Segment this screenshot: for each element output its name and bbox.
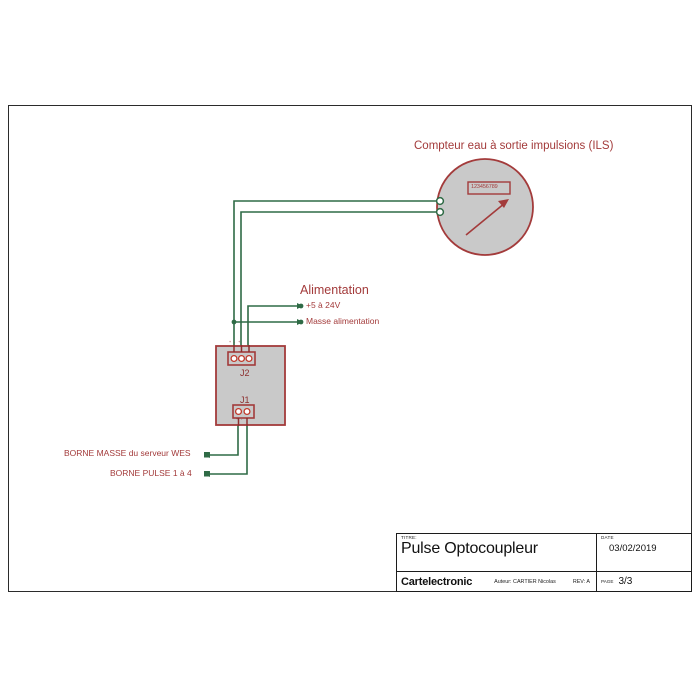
terminal-label-borne-pulse: BORNE PULSE 1 à 4	[110, 468, 192, 478]
title-block: TITRE: Pulse Optocoupleur DATE 03/02/201…	[396, 533, 692, 592]
power-line-voltage-label: +5 à 24V	[306, 300, 341, 310]
connector-j1-label: J1	[240, 395, 250, 405]
connector-j1-pin-marks: +-	[236, 417, 246, 421]
author-label: Auteur: CARTIER Nicolas	[494, 578, 556, 585]
title-block-title-cell: TITRE: Pulse Optocoupleur	[397, 534, 597, 571]
revision-label: REV: A	[572, 578, 590, 585]
terminal-label-borne-masse: BORNE MASSE du serveur WES	[64, 448, 191, 458]
drawing-title: Pulse Optocoupleur	[401, 540, 538, 557]
meter-register-value: 123456789	[471, 184, 498, 190]
power-section-heading: Alimentation	[300, 283, 369, 297]
title-block-date-cell: DATE 03/02/2019	[597, 534, 691, 571]
title-block-brand-cell: Cartelectronic Auteur: CARTIER Nicolas R…	[397, 572, 597, 591]
connector-j2-pin-marks: +-+	[229, 340, 244, 344]
title-block-top-row: TITRE: Pulse Optocoupleur DATE 03/02/201…	[397, 534, 691, 572]
title-caption: TITRE:	[401, 535, 417, 540]
page-number: 3/3	[618, 576, 633, 587]
page-caption: PAGE	[601, 579, 614, 584]
drawing-date: 03/02/2019	[609, 543, 657, 554]
power-line-ground-label: Masse alimentation	[306, 316, 380, 326]
title-block-page-cell: PAGE 3/3	[597, 572, 691, 591]
date-caption: DATE	[601, 535, 614, 540]
company-name: Cartelectronic	[401, 575, 473, 588]
meter-title-label: Compteur eau à sortie impulsions (ILS)	[414, 140, 614, 152]
connector-j2-label: J2	[240, 368, 250, 378]
title-block-bottom-row: Cartelectronic Auteur: CARTIER Nicolas R…	[397, 572, 691, 591]
drawing-frame-border	[8, 105, 692, 592]
